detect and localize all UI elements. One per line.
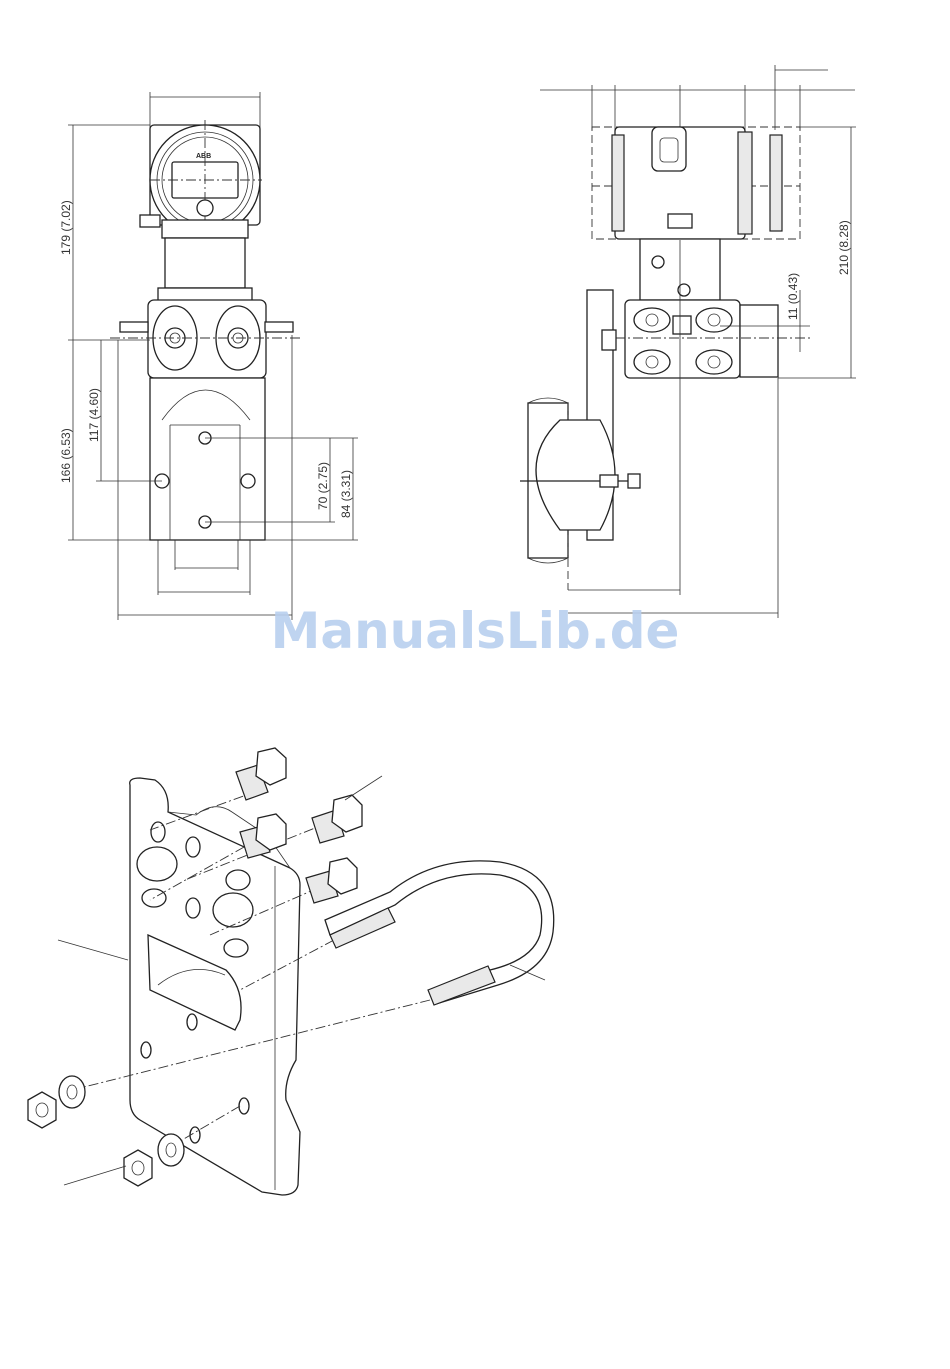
dim-84: 84 (3.31) (339, 470, 353, 518)
device-logo: ABB (196, 153, 211, 160)
front-view: ABB (59, 92, 358, 620)
vent-screw-left (120, 322, 148, 332)
dim-70: 70 (2.75) (316, 462, 330, 510)
side-view: 11 (0.43) 210 (8.28) (520, 65, 856, 618)
dim-179: 179 (7.02) (59, 200, 73, 255)
dim-11: 11 (0.43) (786, 273, 800, 320)
exploded-mounting-kit (28, 748, 554, 1195)
mounting-bracket (150, 378, 265, 540)
cover-thread-left (612, 135, 624, 231)
plate-slot-2 (213, 893, 253, 927)
cover-thread-right (738, 132, 752, 234)
hex-bolt-1 (236, 748, 286, 800)
hex-bolt-2 (312, 795, 362, 843)
washer-2 (158, 1134, 184, 1166)
vent-screw-right (265, 322, 293, 332)
drain-nut (673, 316, 691, 334)
washer-1 (59, 1076, 85, 1108)
housing-neck (162, 220, 248, 238)
cover-thread-far (770, 135, 782, 231)
tag-screw (668, 214, 692, 228)
flange-side-block (740, 305, 778, 377)
hex-bolt-3 (240, 814, 286, 858)
bracket-nut-right (241, 474, 255, 488)
hex-bolt-4 (306, 858, 357, 903)
nut-2 (124, 1150, 152, 1186)
u-bolt-nut (600, 475, 618, 487)
side-plug (140, 215, 160, 227)
dim-166: 166 (6.53) (59, 428, 73, 483)
terminal-cap (652, 127, 686, 171)
watermark: ManualsLib.de (271, 602, 680, 660)
nut-1 (28, 1092, 56, 1128)
dim-210: 210 (8.28) (837, 220, 851, 275)
sensor-neck (165, 238, 245, 288)
plate-slot-1 (137, 847, 177, 881)
zero-button (197, 200, 213, 216)
dim-117: 117 (4.60) (87, 388, 101, 442)
